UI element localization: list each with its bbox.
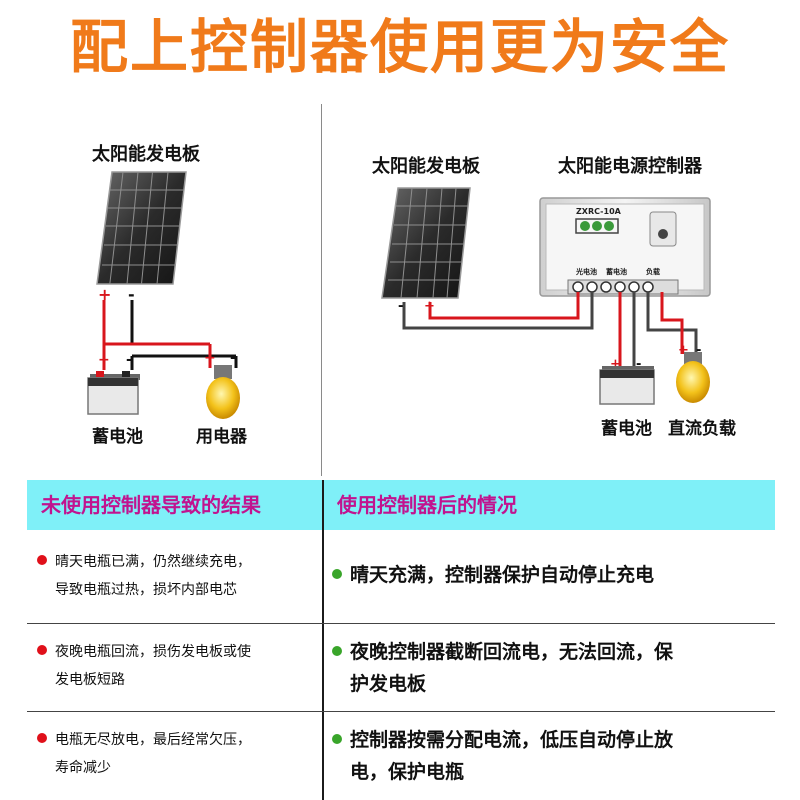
left-panel-label: 太阳能发电板: [92, 144, 200, 165]
row-1-left-cell: 晴天电瓶已满，仍然继续充电， 导致电瓶过热，损坏内部电芯: [37, 548, 317, 604]
green-bullet-icon: [332, 645, 342, 656]
svg-text:+: +: [98, 352, 110, 368]
row-2-left-cell: 夜晚电瓶回流，损伤发电板或使 发电板短路: [37, 638, 317, 694]
terminal-label-load: 负载: [646, 267, 660, 276]
right-wiring-diagram: ZXRC-10A 光电池 蓄电池 负载 - + + - + -: [381, 187, 711, 405]
headline: 配上控制器使用更为安全: [69, 13, 730, 81]
row-2-left-line2: 发电板短路: [55, 672, 125, 688]
row-3-right-line2: 电，保护电瓶: [350, 761, 465, 783]
svg-text:-: -: [128, 285, 135, 304]
right-panel-label: 太阳能发电板: [372, 156, 480, 177]
table-header-row: 未使用控制器导致的结果 使用控制器后的情况: [27, 480, 775, 530]
row-2-right-line1: 夜晚控制器截断回流电，无法回流，保: [350, 641, 674, 663]
row-1-right-line1: 晴天充满，控制器保护自动停止充电: [350, 564, 655, 586]
table-row: 夜晚电瓶回流，损伤发电板或使 发电板短路 夜晚控制器截断回流电，无法回流，保 护…: [27, 624, 775, 711]
green-bullet-icon: [332, 568, 342, 579]
row-3-left-cell: 电瓶无尽放电，最后经常欠压， 寿命减少: [37, 726, 317, 782]
left-battery-icon: [87, 371, 140, 415]
right-battery-label: 蓄电池: [601, 419, 652, 439]
right-column-header: 使用控制器后的情况: [337, 493, 517, 517]
red-bullet-icon: [37, 733, 47, 743]
row-3-left-line2: 寿命减少: [55, 760, 111, 776]
table-row: 晴天电瓶已满，仍然继续充电， 导致电瓶过热，损坏内部电芯 晴天充满，控制器保护自…: [27, 530, 775, 623]
row-2-right-cell: 夜晚控制器截断回流电，无法回流，保 护发电板: [332, 636, 772, 700]
svg-text:+: +: [678, 343, 689, 358]
svg-text:+: +: [98, 285, 111, 304]
svg-text:-: -: [126, 352, 132, 368]
svg-text:+: +: [424, 299, 435, 314]
svg-text:+: +: [610, 357, 621, 372]
column-divider: [322, 480, 324, 800]
row-divider: [27, 623, 775, 624]
row-2-right-line2: 护发电板: [350, 673, 427, 695]
dc-load-label: 直流负载: [668, 419, 736, 439]
controller-model-text: ZXRC-10A: [576, 207, 622, 216]
row-3-right-line1: 控制器按需分配电流，低压自动停止放: [350, 729, 674, 751]
row-1-left-line2: 导致电瓶过热，损坏内部电芯: [55, 582, 237, 598]
comparison-table: 未使用控制器导致的结果 使用控制器后的情况 晴天电瓶已满，仍然继续充电， 导致电…: [27, 480, 775, 800]
table-row: 电瓶无尽放电，最后经常欠压， 寿命减少 控制器按需分配电流，低压自动停止放 电，…: [27, 712, 775, 800]
left-wiring-diagram: + - + - + -: [87, 171, 240, 419]
controller-box-icon: [539, 197, 711, 297]
svg-text:-: -: [398, 299, 403, 314]
left-solar-panel-icon: [96, 171, 187, 285]
svg-text:-: -: [230, 350, 236, 366]
svg-text:-: -: [696, 343, 701, 358]
diagram-divider: [321, 104, 322, 476]
row-2-left-line1: 夜晚电瓶回流，损伤发电板或使: [55, 644, 251, 660]
terminal-label-pv: 光电池: [575, 267, 597, 276]
terminal-label-battery: 蓄电池: [606, 267, 627, 276]
red-bullet-icon: [37, 555, 47, 565]
row-3-right-cell: 控制器按需分配电流，低压自动停止放 电，保护电瓶: [332, 724, 772, 788]
left-bulb-icon: [206, 365, 240, 419]
green-bullet-icon: [332, 733, 342, 744]
svg-text:-: -: [636, 357, 641, 372]
right-solar-panel-icon: [381, 187, 471, 299]
row-1-right-cell: 晴天充满，控制器保护自动停止充电: [332, 559, 772, 591]
row-3-left-line1: 电瓶无尽放电，最后经常欠压，: [55, 732, 251, 748]
red-bullet-icon: [37, 645, 47, 655]
left-battery-label: 蓄电池: [92, 427, 143, 447]
left-appliance-label: 用电器: [196, 427, 247, 447]
row-divider: [27, 711, 775, 712]
left-column-header: 未使用控制器导致的结果: [41, 493, 261, 517]
row-1-left-line1: 晴天电瓶已满，仍然继续充电，: [55, 554, 251, 570]
right-battery-icon: [599, 366, 655, 405]
right-bulb-icon: [676, 352, 710, 403]
controller-label: 太阳能电源控制器: [558, 156, 702, 177]
